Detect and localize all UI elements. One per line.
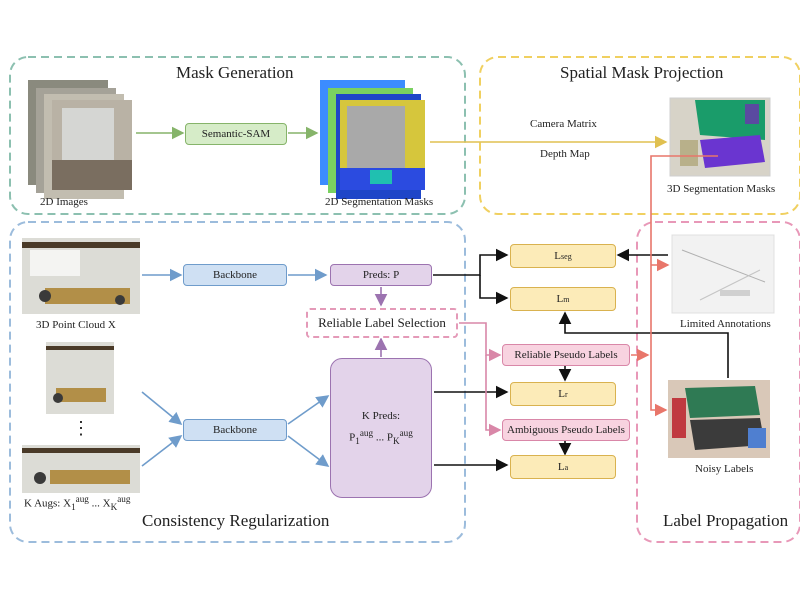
arrow-preds-to-lseg (433, 248, 509, 276)
arrow-selection-to-ambiguous (485, 355, 502, 437)
backbone-top-box: Backbone (183, 264, 287, 286)
augmented-cloud-1-image (46, 342, 114, 414)
arrow-selection-to-reliable (459, 322, 502, 362)
noisy-labels-label: Noisy Labels (695, 463, 754, 475)
augmented-cloud-k-image (22, 445, 140, 493)
k-preds-title: K Preds: (361, 410, 401, 423)
k-augs-label: K Augs: X1aug ... XKaug (24, 494, 131, 512)
ambiguous-pseudo-labels-box: Ambiguous Pseudo Labels (502, 419, 630, 441)
mask-generation-title: Mask Generation (176, 63, 294, 82)
2d-images-label: 2D Images (40, 196, 88, 208)
backbone-bottom-box: Backbone (183, 419, 287, 441)
depth-map-label: Depth Map (540, 148, 590, 160)
spatial-projection-title: Spatial Mask Projection (560, 63, 724, 82)
2d-images-stack (28, 80, 132, 199)
arrow-backbone-to-kpreds-down (287, 435, 330, 467)
point-cloud-label: 3D Point Cloud X (36, 319, 116, 331)
point-cloud-image (22, 238, 140, 314)
semantic-sam-box: Semantic-SAM (185, 123, 287, 145)
k-preds-formula: P1aug ... PKaug (349, 428, 413, 446)
limited-annotations-label: Limited Annotations (680, 318, 771, 330)
arrow-preds-to-lm (479, 275, 509, 305)
2d-seg-masks-label: 2D Segmentation Masks (325, 196, 434, 208)
arrow-3d-masks-to-propagation (650, 155, 718, 417)
3d-seg-masks-label: 3D Segmentation Masks (667, 183, 776, 195)
mask-generation-panel (9, 56, 466, 215)
consistency-panel (9, 221, 466, 543)
reliable-pseudo-labels-box: Reliable Pseudo Labels (502, 344, 630, 366)
vertical-dots: ⋮ (72, 418, 90, 438)
2d-seg-masks-stack (320, 80, 425, 199)
arrow-augk-to-backbone (141, 435, 183, 467)
k-preds-box: K Preds: P1aug ... PKaug (330, 358, 432, 498)
arrow-noisy-to-lm (558, 311, 729, 378)
consistency-title: Consistency Regularization (142, 511, 330, 530)
camera-matrix-label: Camera Matrix (530, 118, 597, 130)
noisy-labels-image (668, 380, 770, 458)
reliable-label-selection-box: Reliable Label Selection (306, 308, 458, 338)
label-propagation-title: Label Propagation (663, 511, 789, 530)
spatial-projection-panel (479, 56, 800, 215)
arrow-backbone-to-kpreds-up (287, 395, 330, 425)
arrow-aug1-to-backbone (141, 391, 183, 426)
3d-seg-masks-image (669, 97, 771, 177)
limited-annotations-image (671, 234, 775, 314)
preds-p-box: Preds: P (330, 264, 432, 286)
